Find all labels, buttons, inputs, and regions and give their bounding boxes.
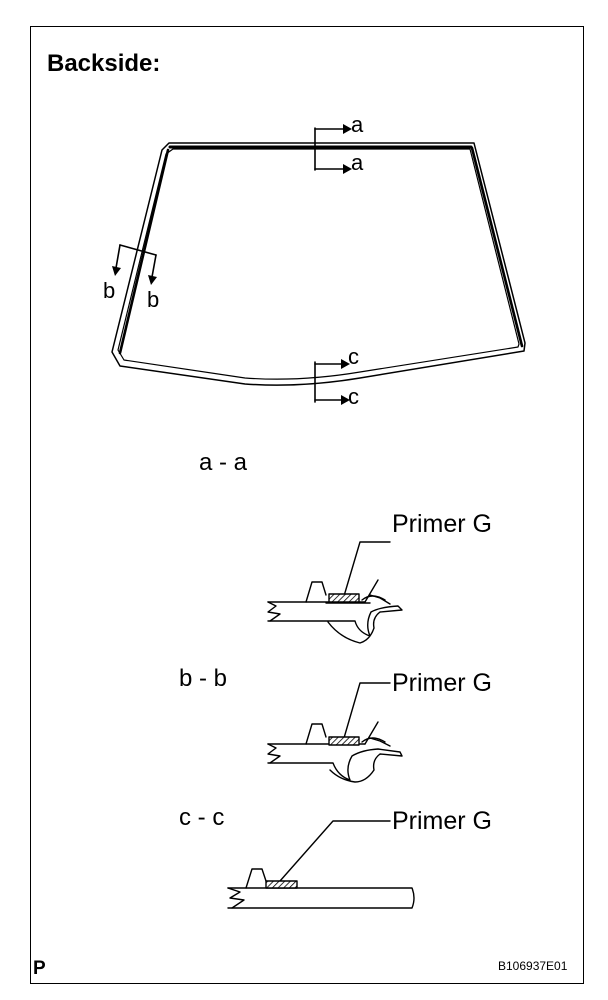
marker-b-left: b: [103, 278, 116, 303]
corner-letter: P: [33, 958, 46, 979]
callout-primer-g-b: Primer G: [392, 669, 492, 697]
arrowhead: [343, 124, 352, 134]
primer-g-hatch-c: [265, 880, 298, 889]
section-marker-c: [314, 361, 342, 403]
arrowhead: [341, 395, 350, 405]
figure-frame: [30, 26, 584, 984]
arrowhead: [341, 359, 350, 369]
figure-code: B106937E01: [498, 959, 568, 973]
callout-primer-g-c: Primer G: [392, 807, 492, 835]
arrowhead: [112, 266, 121, 276]
section-c-drawing: [227, 820, 415, 909]
marker-a-top: a: [351, 112, 364, 137]
primer-g-hatch-a: [328, 593, 360, 603]
section-b-drawing: [267, 682, 403, 783]
primer-g-hatch-b: [328, 736, 360, 746]
section-label-c: c - c: [179, 804, 225, 831]
section-marker-a: [314, 127, 344, 171]
arrowhead: [148, 275, 157, 285]
figure-title: Backside:: [47, 50, 161, 77]
section-label-b: b - b: [179, 665, 228, 692]
callout-primer-g-a: Primer G: [392, 510, 492, 538]
arrowhead: [343, 164, 352, 174]
marker-b-right: b: [147, 287, 160, 312]
marker-a-bottom: a: [351, 150, 364, 175]
windshield-outline: [111, 142, 526, 386]
section-label-a: a - a: [199, 449, 248, 476]
section-a-drawing: [267, 541, 403, 644]
marker-c-bottom: c: [348, 384, 359, 409]
marker-c-top: c: [348, 344, 359, 369]
section-marker-b: [115, 244, 157, 278]
